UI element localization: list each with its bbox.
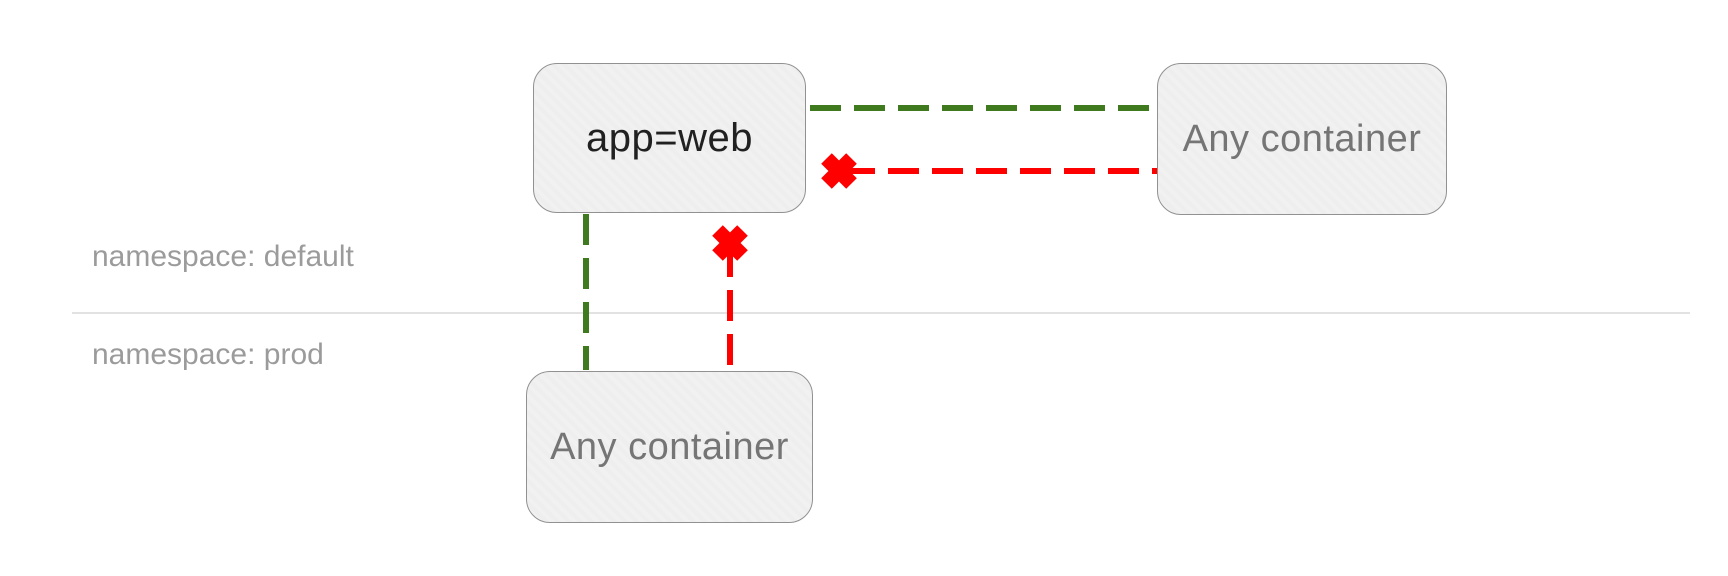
- blocked-x-icon: [821, 153, 857, 189]
- node-any-container-default-label: Any container: [1182, 117, 1422, 160]
- node-app-web-label: app=web: [586, 115, 753, 160]
- node-any-container-prod: Any container: [526, 371, 813, 523]
- node-app-web: app=web: [533, 63, 806, 213]
- node-any-container-prod-label: Any container: [550, 425, 789, 468]
- namespace-default-label: namespace: default: [92, 240, 354, 273]
- namespace-prod-label: namespace: prod: [92, 338, 324, 371]
- node-any-container-default: Any container: [1157, 63, 1447, 215]
- blocked-x-icon: [712, 225, 748, 261]
